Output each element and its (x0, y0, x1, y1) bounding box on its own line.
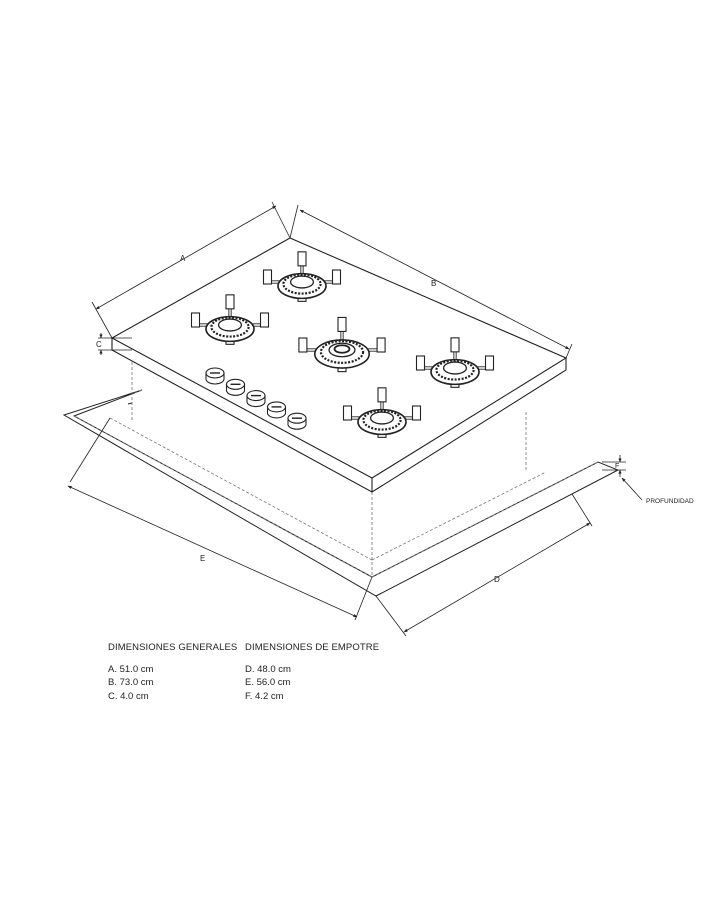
dimension-e (67, 417, 373, 621)
dimension-b (289, 204, 573, 359)
knob-3 (246, 390, 266, 408)
projection-lines (109, 362, 547, 577)
general-dimension-c: C. 4.0 cm (108, 690, 149, 702)
cutout-dimensions-title: DIMENSIONES DE EMPOTRE (245, 642, 380, 653)
general-dimensions-table: DIMENSIONES GENERALES A. 51.0 cm B. 73.0… (108, 641, 237, 703)
knob-1 (205, 367, 225, 385)
dimension-d (375, 493, 593, 637)
cutout-dimension-e: E. 56.0 cm (245, 677, 291, 688)
general-dimensions-title: DIMENSIONES GENERALES (108, 642, 238, 653)
knob-5 (287, 412, 307, 430)
depth-label: PROFUNDIDAD (646, 498, 694, 505)
cutout-dimension-d: D. 48.0 cm (245, 663, 291, 675)
cutout-dimensions-table: DIMENSIONES DE EMPOTRE D. 48.0 cm E. 56.… (245, 641, 379, 703)
dimension-label-f: F (615, 463, 619, 470)
dimension-a (91, 201, 291, 339)
burner-4 (415, 337, 495, 388)
burner-5 (342, 387, 422, 438)
dimension-f (602, 455, 643, 501)
dimension-label-b: B (431, 279, 436, 288)
general-dimension-a: A. 51.0 cm (108, 663, 154, 675)
general-dimension-b: B. 73.0 cm (108, 677, 154, 688)
dimension-c (98, 333, 132, 355)
cutout-dimension-f: F. 4.2 cm (245, 690, 284, 702)
knob-2 (225, 378, 246, 396)
dimension-label-c: C (96, 340, 102, 349)
dimension-label-d: D (494, 575, 500, 584)
control-knobs (205, 367, 307, 430)
dimension-label-e: E (200, 554, 205, 563)
knob-4 (266, 401, 287, 419)
dimension-label-a: A (180, 254, 186, 263)
